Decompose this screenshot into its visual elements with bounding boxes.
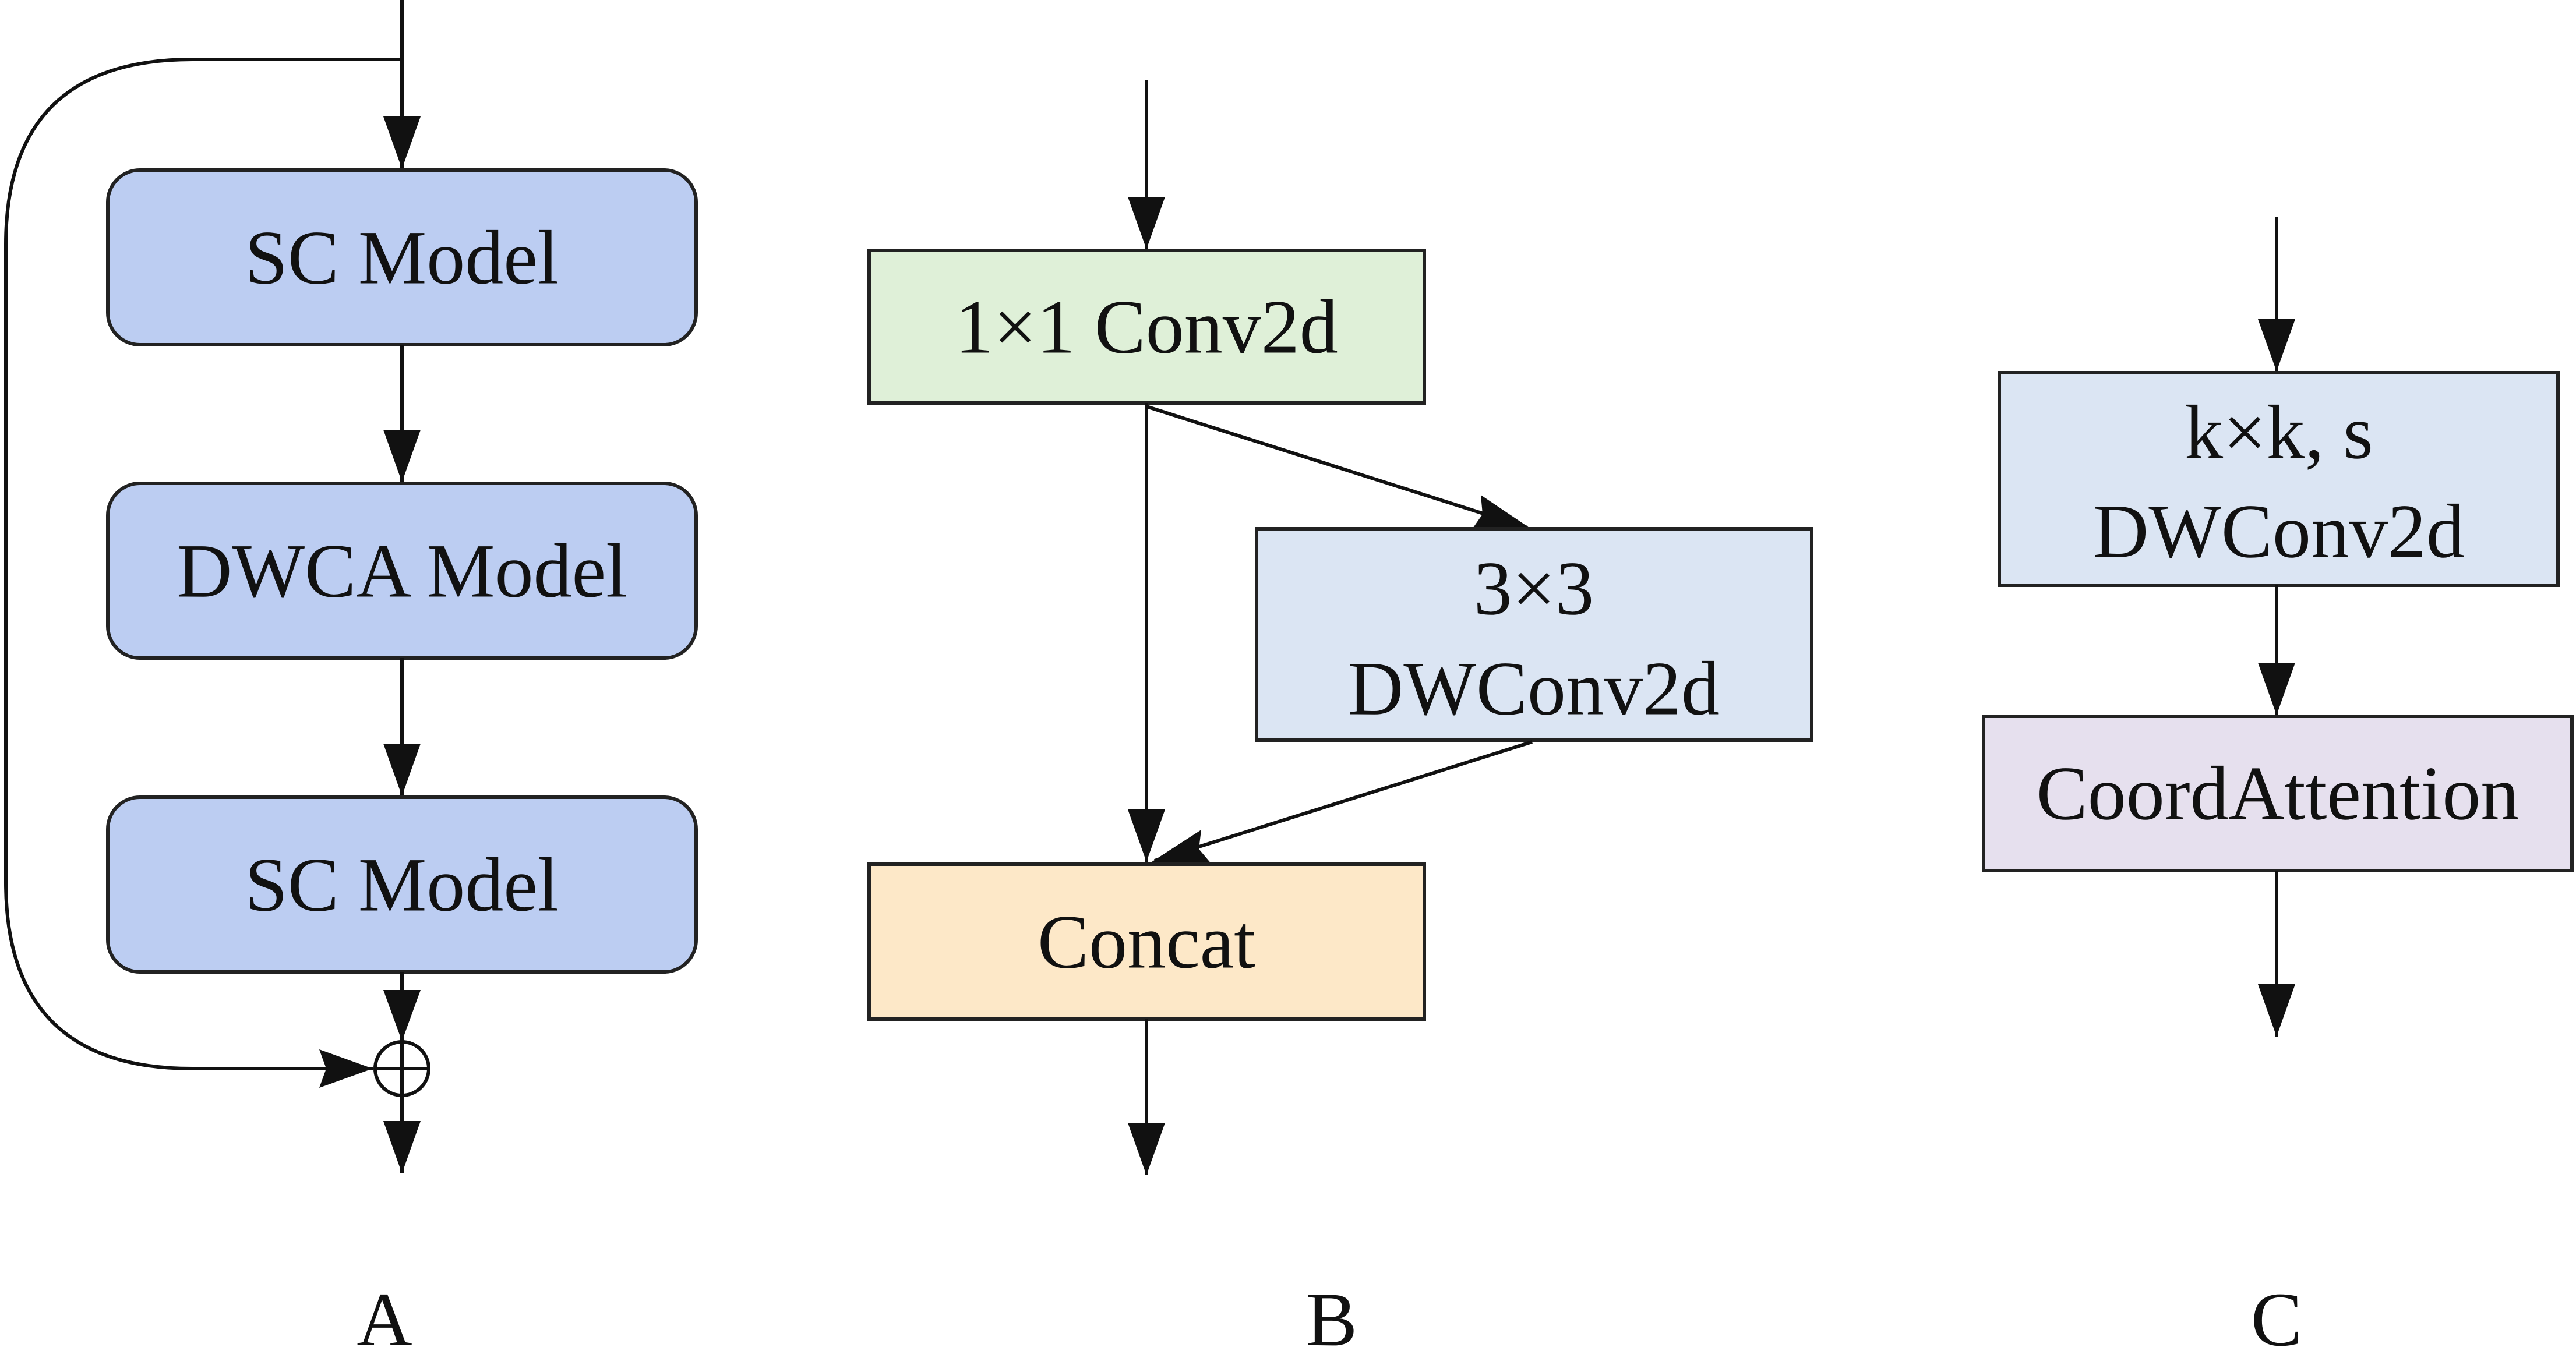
arrowhead [1128,197,1165,249]
dwca-model-label: DWCA Model [177,528,627,614]
merge-arrow [1154,740,1533,862]
panel-c-label: C [2251,1276,2302,1362]
panel-b-label: B [1306,1276,1357,1362]
concat-label: Concat [1038,899,1255,985]
dwconv3x3-block [1255,527,1813,742]
branch-arrow [1146,405,1528,529]
dwconv-kxk-label-line1: k×k, s [2185,390,2373,475]
arrowhead [383,430,421,482]
arrowhead [1470,495,1531,532]
arrowhead [383,744,421,796]
arrowhead [383,1121,421,1173]
arrowhead [383,116,421,169]
arrowhead [1128,809,1165,862]
arrowhead [2258,984,2295,1037]
coord-attention-label: CoordAttention [2037,751,2519,836]
add-icon [373,1040,430,1097]
sc-model-label-2: SC Model [245,842,559,928]
skip-connection [4,58,402,1070]
dwconv-kxk-label-line2: DWConv2d [2093,489,2465,574]
panel-b: 1×1 Conv2d 3×3 DWConv2d Concat B [867,80,1813,1362]
concat-block [867,862,1426,1021]
dwconv3x3-label-line1: 3×3 [1474,546,1594,631]
panel-c: k×k, s DWConv2d CoordAttention C [1982,217,2574,1362]
conv1x1-block [867,249,1426,405]
panel-a-label: A [357,1276,412,1362]
conv1x1-label: 1×1 Conv2d [955,284,1338,370]
sc-model-label-1: SC Model [245,215,559,300]
panel-a: SC Model DWCA Model SC Model A [4,0,698,1362]
arrowhead [383,990,421,1041]
dwconv-kxk-block [1998,371,2560,587]
dwconv3x3-label-line2: DWConv2d [1348,646,1720,731]
arrowhead [1150,830,1212,864]
arrowhead [1128,1123,1165,1175]
arrowhead [2258,319,2295,372]
arrowhead [2258,663,2295,715]
coord-attention-block [1982,715,2574,872]
skip-arrowhead [319,1049,373,1088]
